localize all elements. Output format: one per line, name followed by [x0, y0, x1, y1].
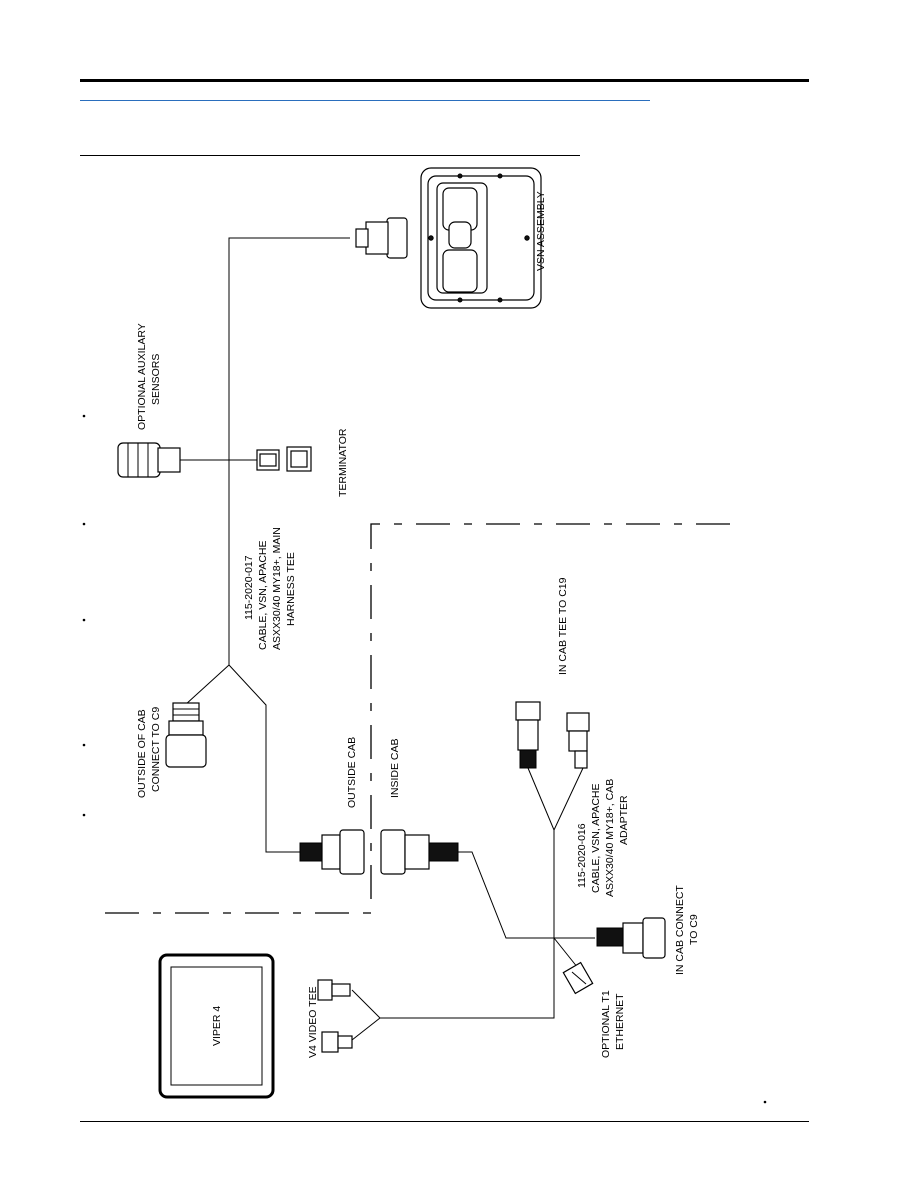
footer-rule	[80, 1121, 809, 1122]
in-cab-c9-connector	[596, 917, 666, 959]
v4-video-tee-connectors	[317, 979, 353, 1053]
label-main-tee-4: HARNESS TEE	[285, 552, 297, 626]
outside-cab-c9-connector	[165, 702, 207, 768]
label-v4-video-tee: V4 VIDEO TEE	[307, 986, 319, 1058]
label-in-cab-connect-2: TO C9	[688, 914, 700, 945]
label-cab-adapter-3: ASXX30/40 MY18+, CAB	[604, 779, 616, 897]
label-in-cab-tee: IN CAB TEE TO C19	[557, 577, 569, 675]
label-cab-adapter-1: 115-2020-016	[576, 823, 588, 888]
ethernet-connector	[562, 961, 594, 995]
terminator-plugs	[256, 446, 312, 472]
label-cab-adapter-4: ADAPTER	[618, 795, 630, 845]
margin-ticks	[82, 414, 767, 1104]
label-optional-aux-1: OPTIONAL AUXILARY	[136, 323, 148, 430]
section-link-rule	[80, 100, 650, 101]
section-rule	[80, 155, 580, 156]
vsn-assembly	[355, 167, 542, 309]
label-outside-cab: OUTSIDE CAB	[346, 737, 358, 808]
bulkhead-connector-outside	[299, 829, 365, 875]
bulkhead-connector-inside	[380, 829, 459, 875]
label-main-tee-2: CABLE, VSN, APACHE	[257, 540, 269, 650]
wires	[180, 237, 595, 1041]
in-cab-tee-connectors	[515, 701, 590, 769]
label-cab-adapter-2: CABLE, VSN, APACHE	[590, 783, 602, 893]
label-optional-ethernet-2: ETHERNET	[614, 993, 626, 1050]
label-main-tee-1: 115-2020-017	[243, 555, 255, 620]
label-in-cab-connect-1: IN CAB CONNECT	[674, 885, 686, 975]
label-inside-cab: INSIDE CAB	[389, 738, 401, 798]
label-optional-ethernet-1: OPTIONAL T1	[600, 990, 612, 1058]
label-viper4: VIPER 4	[211, 1006, 223, 1046]
label-outside-cab-connect-2: CONNECT TO C9	[150, 707, 162, 792]
header-rule	[80, 79, 809, 82]
aux-sensor-connector	[117, 442, 181, 478]
label-outside-cab-connect-1: OUTSIDE OF CAB	[136, 709, 148, 798]
label-main-tee-3: ASXX30/40 MY18+, MAIN	[271, 527, 283, 650]
label-terminator: TERMINATOR	[337, 428, 349, 497]
label-vsn-assembly: VSN ASSEMBLY	[535, 191, 547, 271]
label-optional-aux-2: SENSORS	[150, 354, 162, 405]
viper4-display	[158, 953, 275, 1099]
